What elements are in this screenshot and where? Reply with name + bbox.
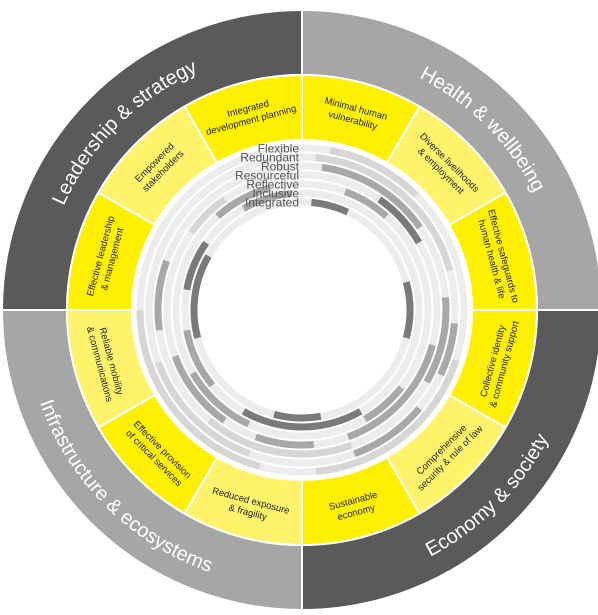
quality-arc-robust-1 <box>321 163 423 230</box>
quality-arc-redundant-2 <box>437 323 458 377</box>
quality-label-inclusive: Inclusive <box>252 187 299 201</box>
quality-arc-resourceful-3 <box>254 433 315 449</box>
quality-arc-robust-4 <box>154 259 170 331</box>
quality-arc-redundant-3 <box>353 406 422 458</box>
quality-label-reflective: Reflective <box>246 178 299 192</box>
quality-label-resourceful: Resourceful <box>235 169 299 183</box>
quality-arcs <box>136 147 460 475</box>
quality-arc-reflective-2 <box>363 385 405 423</box>
quality-label-robust: Robust <box>261 160 300 174</box>
quality-track-reflective <box>172 180 432 440</box>
quality-arc-resourceful-4 <box>171 354 227 424</box>
quality-arc-redundant-4 <box>154 361 251 458</box>
quality-arc-flexible-3 <box>136 310 261 470</box>
goal-segment-12 <box>97 105 219 227</box>
quality-arc-inclusive-4 <box>241 189 293 212</box>
quality-label-integrated: Integrated <box>245 196 299 210</box>
quality-arc-inclusive-1 <box>241 408 363 431</box>
quality-arc-inclusive-2 <box>183 329 216 388</box>
quality-arc-reflective-1 <box>343 188 389 219</box>
quality-arc-resourceful-1 <box>377 196 422 245</box>
quality-arc-flexible-1 <box>329 147 420 198</box>
quality-arc-robust-3 <box>207 417 353 458</box>
quality-arc-integrated-4 <box>190 254 212 339</box>
quality-arc-inclusive-3 <box>183 240 210 291</box>
quality-arc-reflective-3 <box>189 371 251 428</box>
goals-ring <box>65 73 539 547</box>
quality-arc-resourceful-2 <box>346 344 436 441</box>
quality-arc-integrated-3 <box>273 410 322 422</box>
quality-arc-reflective-4 <box>215 184 271 219</box>
quality-label-flexible: Flexible <box>258 142 300 156</box>
quality-arc-integrated-1 <box>311 198 350 216</box>
quality-label-redundant: Redundant <box>240 151 299 165</box>
quality-track-redundant <box>145 153 459 467</box>
quality-arc-robust-2 <box>423 297 450 384</box>
quality-arc-resourceful-5 <box>188 196 227 235</box>
quality-labels: FlexibleRedundantRobustResourcefulReflec… <box>235 142 300 210</box>
quality-arc-integrated-2 <box>402 281 414 339</box>
quality-arc-redundant-1 <box>315 154 454 272</box>
